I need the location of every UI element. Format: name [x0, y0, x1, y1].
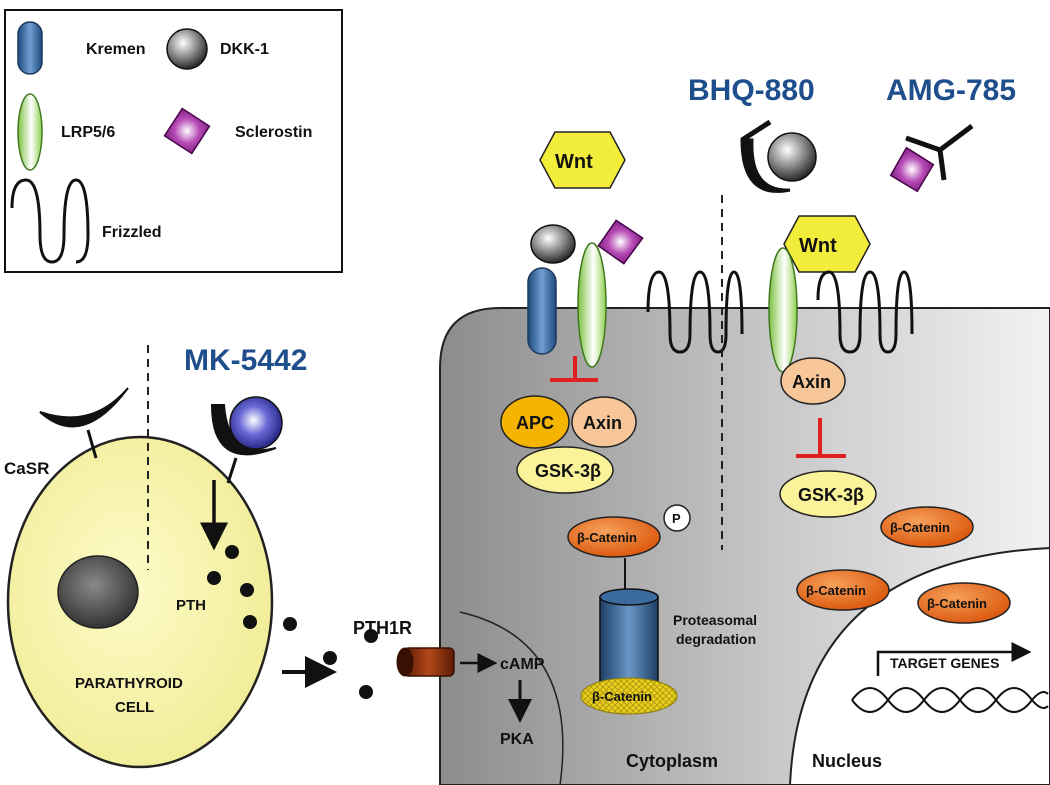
parathyroid-label-line2: CELL	[115, 699, 154, 716]
parathyroid-nucleus	[57, 555, 139, 629]
bcatenin-cyto	[880, 506, 974, 548]
parathyroid-label-line1: PARATHYROID	[75, 675, 183, 692]
bcatenin-label-phospho: β-Catenin	[577, 530, 637, 545]
bhq880-label: BHQ-880	[688, 74, 815, 107]
lrp-receptor-right	[768, 247, 798, 373]
proteasome-body	[599, 596, 659, 690]
phosphate-icon	[663, 504, 691, 532]
pth-label: PTH	[176, 597, 206, 614]
casr-receptor-icon	[39, 387, 129, 428]
dkk1-legend-label: DKK-1	[220, 41, 269, 58]
mk5442-label: MK-5442	[184, 344, 307, 377]
lrp-legend-label: LRP5/6	[61, 124, 115, 141]
cytoplasm-inner-curve	[459, 611, 564, 785]
dkk1-legend-icon	[166, 28, 208, 70]
kremen-legend-label: Kremen	[86, 41, 146, 58]
frizzled-receptor-right	[816, 270, 914, 354]
axin-protein-right	[780, 357, 846, 405]
dna-helix-icon	[851, 687, 1049, 713]
dkk1-captured-icon	[767, 132, 817, 182]
frizzled-legend-label: Frizzled	[102, 224, 162, 241]
gsk3b-label-right: GSK-3β	[798, 485, 864, 505]
apc-protein	[500, 395, 570, 449]
bhq880-antibody-icon	[740, 138, 791, 193]
axin-label-left: Axin	[583, 413, 622, 433]
lrp-receptor-left	[577, 242, 607, 368]
frizzled-receptor-left	[646, 270, 744, 354]
dkk1-bound-icon	[530, 224, 576, 264]
parathyroid-cell	[6, 435, 274, 769]
target-genes-arrow	[876, 642, 1032, 676]
proteasome-top	[599, 588, 659, 606]
sclerostin-legend-label: Sclerostin	[235, 124, 312, 141]
casr-receptor-bound-icon	[210, 404, 277, 456]
axin-label-right: Axin	[792, 372, 831, 392]
lrp-legend-icon	[17, 93, 43, 171]
gsk3b-label-left: GSK-3β	[535, 461, 601, 481]
kremen-legend-icon	[17, 21, 43, 75]
amg785-antibody-icon	[905, 124, 974, 181]
target-genes-label: TARGET GENES	[890, 655, 999, 671]
pth1r-label: PTH1R	[353, 618, 412, 638]
wnt-label-left: Wnt	[555, 151, 593, 173]
gsk3b-protein-left	[516, 446, 614, 494]
bhq880-arm	[740, 119, 772, 143]
bcatenin-label-cyto: β-Catenin	[890, 520, 950, 535]
amg785-label: AMG-785	[886, 74, 1016, 107]
bcatenin-nuclear-entry	[796, 569, 890, 611]
casr-stem	[86, 429, 98, 459]
wnt-hexagon-left	[539, 131, 626, 189]
proteasomal-label-line1: Proteasomal	[673, 612, 757, 628]
bcatenin-phospho	[567, 516, 661, 558]
cytoplasm-label: Cytoplasm	[626, 751, 718, 771]
bcatenin-label-nuclear: β-Catenin	[927, 596, 987, 611]
sclerostin-legend-icon	[163, 107, 211, 155]
axin-protein-left	[571, 396, 637, 448]
pka-label: PKA	[500, 731, 534, 748]
bcatenin-label-entry: β-Catenin	[806, 583, 866, 598]
frizzled-legend-icon	[10, 178, 90, 264]
phosphate-label: P	[672, 511, 681, 526]
gsk3b-protein-right	[779, 470, 877, 518]
casr-bound-stem	[226, 457, 238, 484]
camp-label: cAMP	[500, 656, 545, 673]
mk5442-molecule-icon	[229, 396, 283, 450]
pth1r-receptor-end	[396, 647, 414, 677]
bcatenin-label-degraded: β-Catenin	[592, 689, 652, 704]
wnt-hexagon-right	[783, 215, 871, 273]
sclerostin-bound-icon	[597, 219, 644, 265]
sclerostin-captured-icon	[889, 146, 935, 193]
casr-label: CaSR	[4, 459, 49, 478]
proteasomal-label-line2: degradation	[676, 631, 756, 647]
wnt-label-right: Wnt	[799, 235, 837, 257]
bcatenin-nuclear	[917, 582, 1011, 624]
kremen-receptor	[527, 267, 557, 355]
bcatenin-degraded	[580, 677, 678, 715]
nucleus-label: Nucleus	[812, 751, 882, 771]
apc-label: APC	[516, 413, 554, 433]
